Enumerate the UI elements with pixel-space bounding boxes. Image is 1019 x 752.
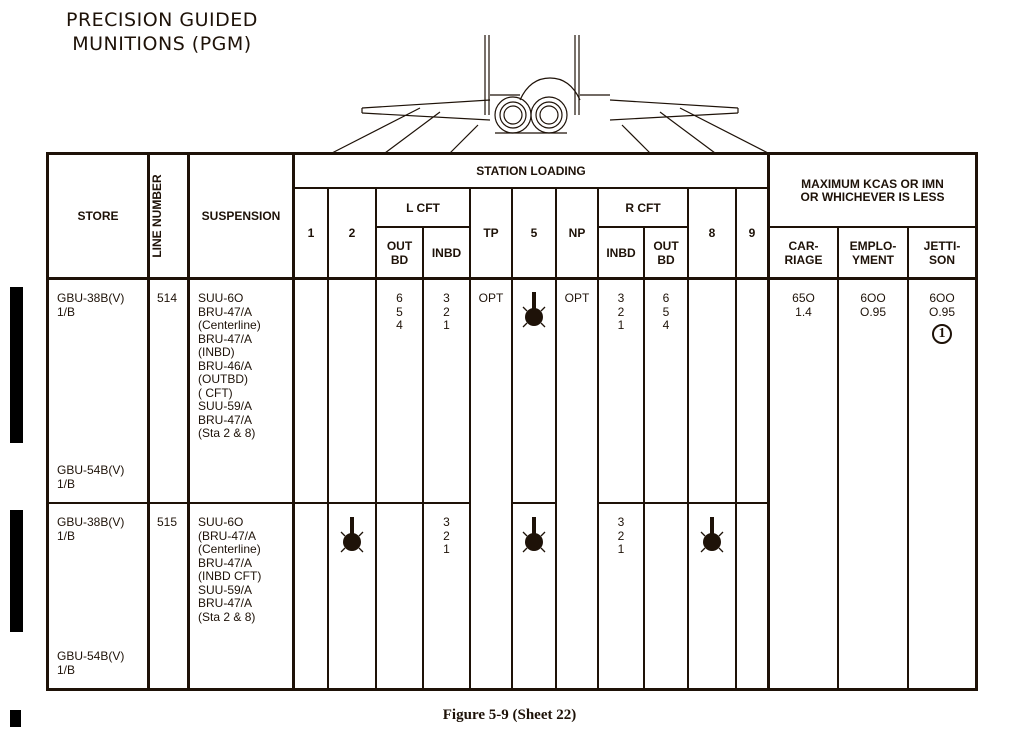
line-number: 515 [157, 515, 178, 529]
store-loaded-symbol-icon [522, 517, 546, 553]
header-l-cft-inbd: INBD [431, 245, 462, 260]
header-station-5: 5 [530, 226, 538, 240]
employment-value: 6OO O.95 [859, 291, 886, 319]
store-loaded-symbol-icon [700, 517, 724, 553]
title-line-1: PRECISION GUIDED [66, 9, 258, 31]
header-r-cft: R CFT [625, 200, 661, 215]
header-employment: EMPLO- YMENT [849, 238, 897, 267]
change-bar [10, 287, 23, 443]
page-title: PRECISION GUIDED MUNITIONS (PGM) [66, 8, 258, 56]
header-carriage: CAR- RIAGE [784, 238, 823, 267]
store-name: GBU-38B(V) 1/B [57, 291, 125, 319]
header-tp: TP [483, 226, 499, 240]
header-line-number: LINE NUMBER [150, 174, 164, 258]
figure-caption: Figure 5-9 (Sheet 22) [442, 707, 577, 723]
store-loaded-symbol-icon [522, 292, 546, 328]
l-cft-inbd-value: 3 2 1 [443, 291, 450, 332]
header-station-9: 9 [748, 226, 756, 240]
suspension: SUU-6O BRU-47/A (Centerline) BRU-47/A (I… [198, 291, 261, 440]
header-station-1: 1 [307, 226, 315, 240]
l-cft-inbd-value: 3 2 1 [443, 515, 450, 556]
header-maximum-kcas: MAXIMUM KCAS OR IMN OR WHICHEVER IS LESS [800, 176, 945, 204]
aircraft-front-view-illustration [331, 35, 769, 154]
carriage-value: 65O 1.4 [792, 291, 815, 319]
store-name-alt: GBU-54B(V) 1/B [57, 463, 125, 491]
header-suspension: SUSPENSION [201, 209, 281, 223]
title-line-2: MUNITIONS (PGM) [72, 33, 252, 55]
header-station-loading: STATION LOADING [476, 164, 586, 178]
store-name: GBU-38B(V) 1/B [57, 515, 125, 543]
header-station-2: 2 [348, 226, 356, 240]
change-bar [10, 510, 23, 632]
jettison-value: 6OO O.95 [928, 291, 955, 319]
r-cft-inbd-value: 3 2 1 [617, 291, 625, 332]
l-cft-outbd-value: 6 5 4 [396, 291, 403, 332]
header-r-cft-inbd: INBD [606, 245, 636, 260]
change-bar [10, 710, 21, 727]
tp-value: OPT [478, 291, 504, 305]
store-name-alt: GBU-54B(V) 1/B [57, 649, 125, 677]
note-reference-icon: 1 [932, 324, 952, 344]
header-station-8: 8 [708, 226, 716, 240]
store-loaded-symbol-icon [340, 517, 364, 553]
line-number: 514 [157, 291, 178, 305]
r-cft-inbd-value: 3 2 1 [617, 515, 625, 556]
header-l-cft: L CFT [406, 200, 440, 215]
header-store: STORE [77, 209, 119, 223]
r-cft-outbd-value: 6 5 4 [662, 291, 670, 332]
header-jettison: JETTI- SON [923, 238, 961, 267]
header-l-cft-outbd: OUT BD [386, 238, 413, 267]
header-r-cft-outbd: OUT BD [653, 238, 679, 267]
header-np: NP [568, 226, 586, 240]
suspension: SUU-6O (BRU-47/A (Centerline) BRU-47/A (… [198, 515, 262, 624]
np-value: OPT [564, 291, 590, 305]
